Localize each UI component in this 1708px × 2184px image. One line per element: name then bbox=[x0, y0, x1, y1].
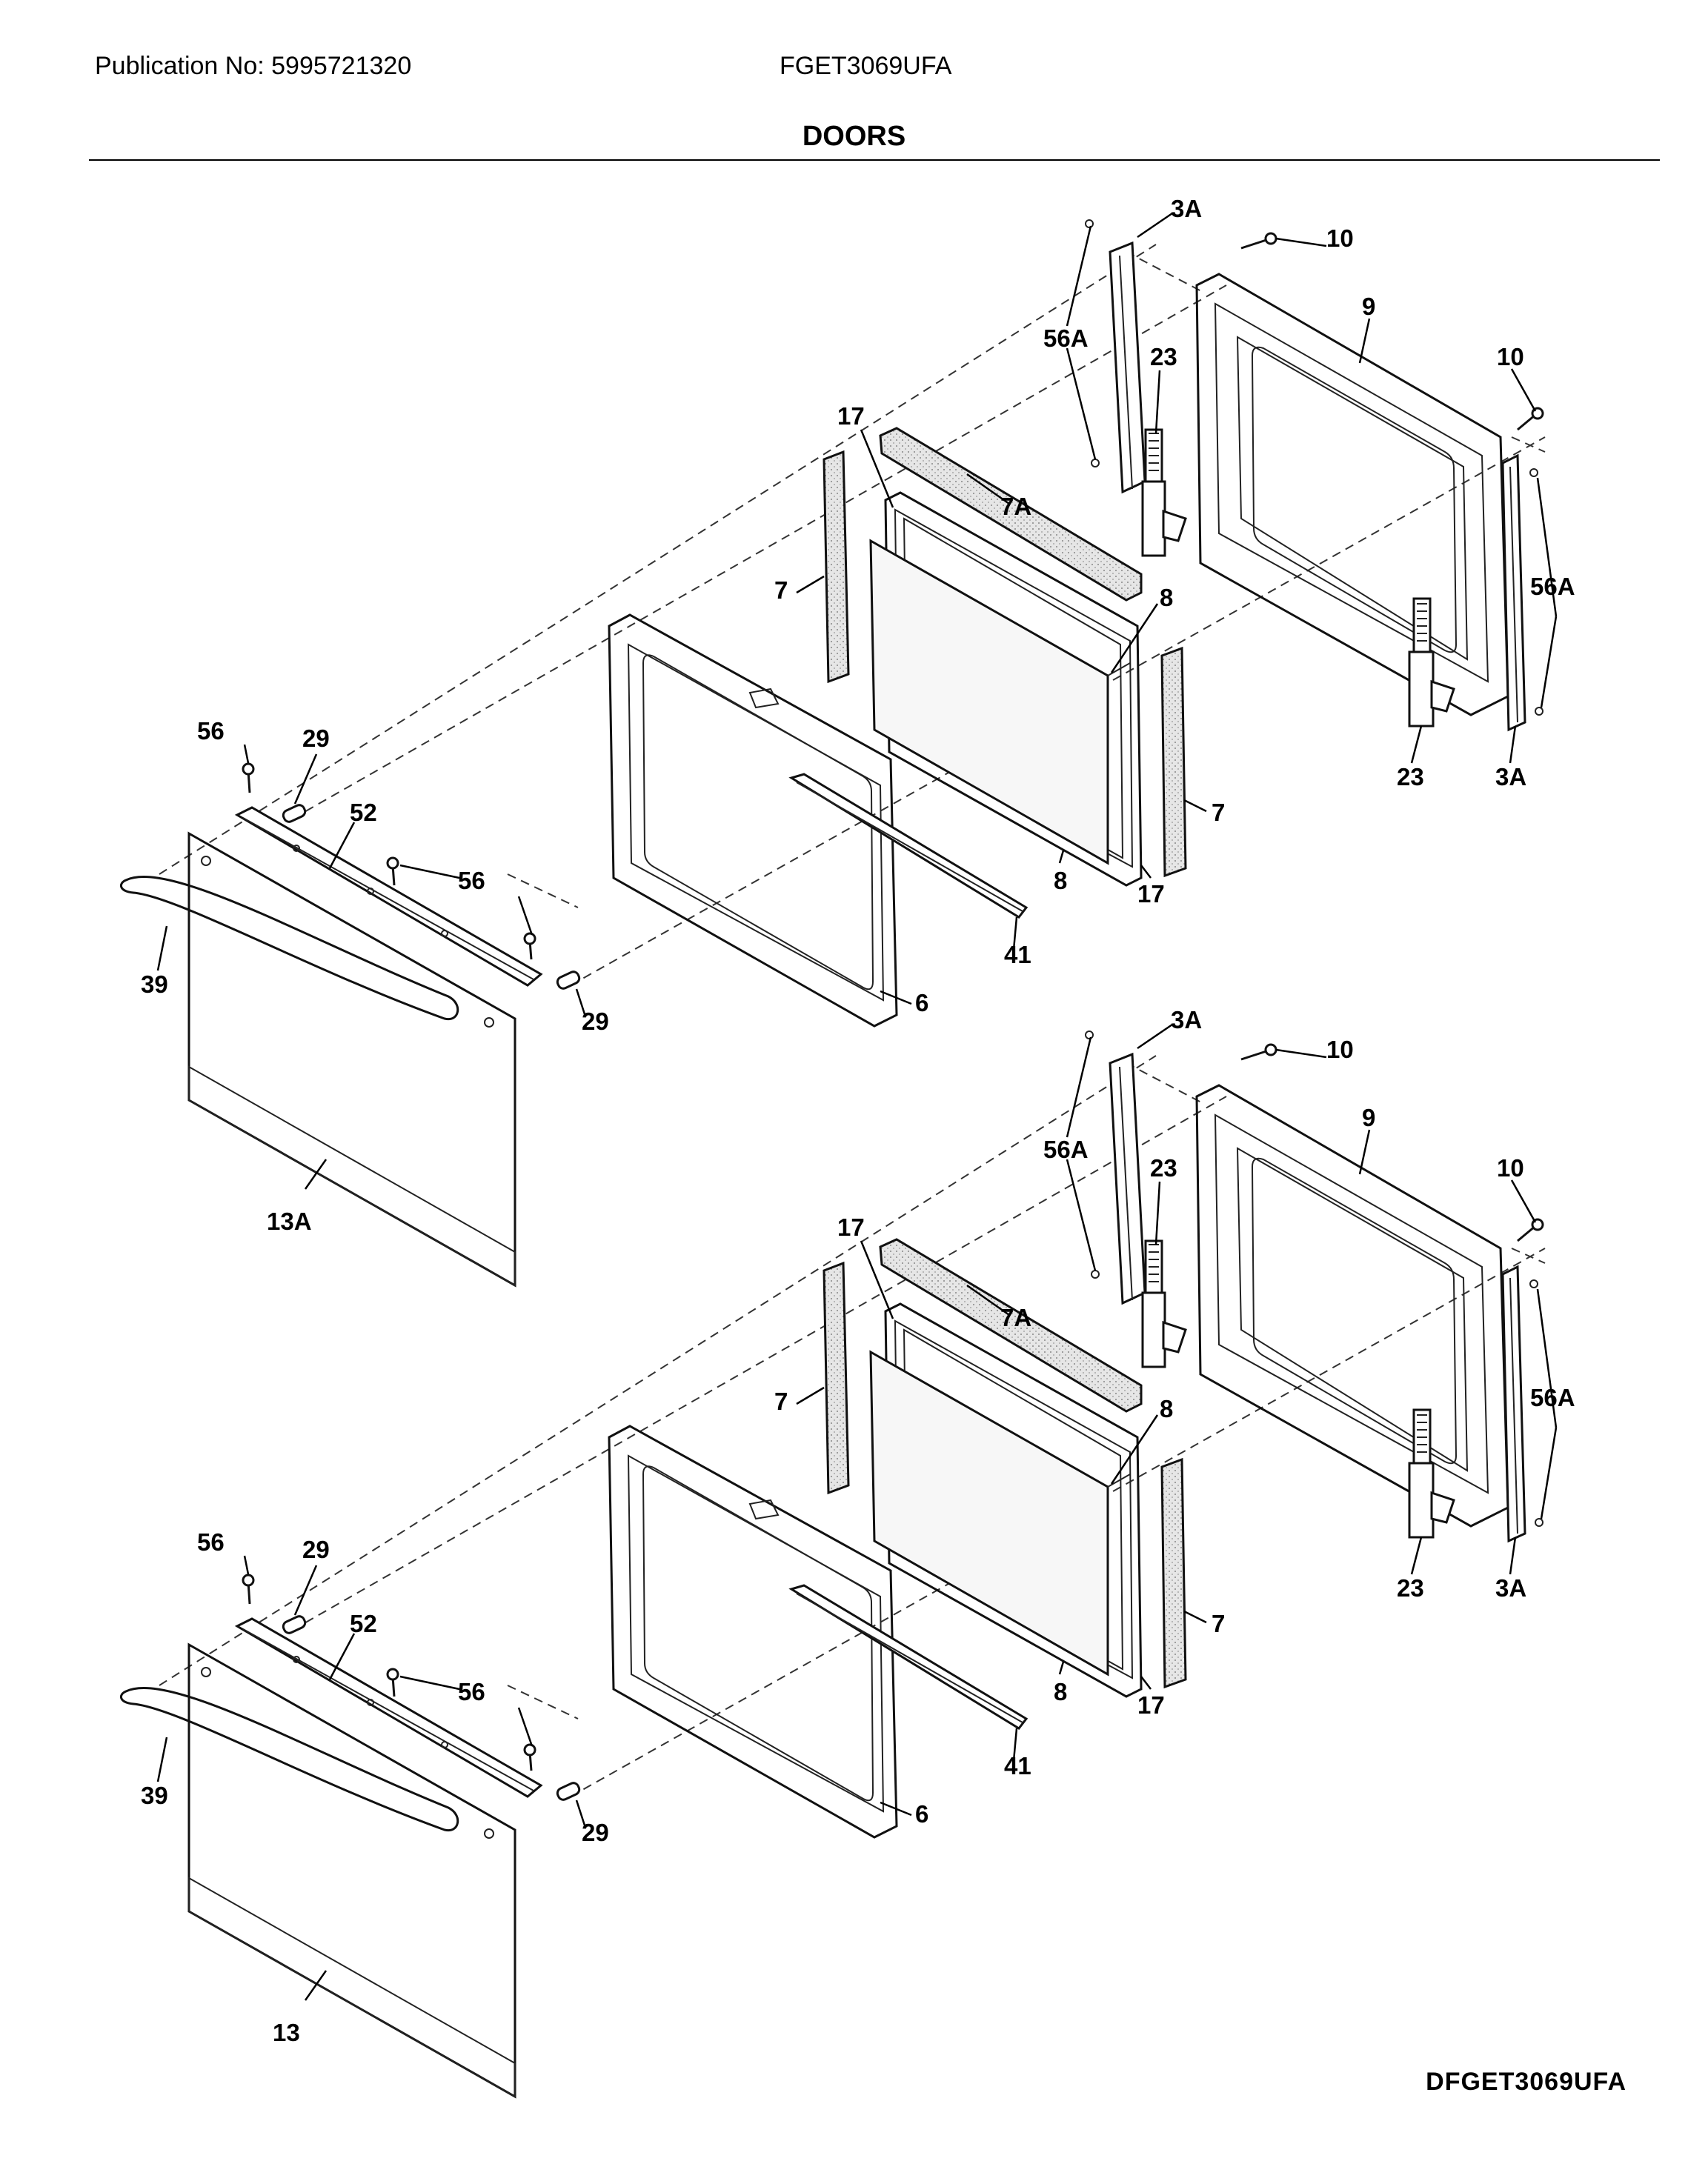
upper-callouts: 3A 10 9 56A 23 10 17 7A 7 8 56A 56 29 52… bbox=[141, 195, 1575, 1235]
callout-23-bottom: 23 bbox=[1397, 1574, 1424, 1602]
publication-number: Publication No: 5995721320 bbox=[95, 52, 412, 80]
callout-8-bottom: 8 bbox=[1054, 867, 1067, 894]
callout-6: 6 bbox=[915, 1800, 928, 1828]
callout-56a-left: 56A bbox=[1043, 1136, 1089, 1163]
callout-29-bottom: 29 bbox=[582, 1819, 609, 1846]
lower-callouts: 3A 10 9 56A 23 10 17 7A 7 8 56A 56 29 52… bbox=[141, 1006, 1575, 2046]
callout-8-top: 8 bbox=[1160, 1395, 1173, 1422]
header-rule bbox=[89, 159, 1660, 161]
callout-56a-right: 56A bbox=[1530, 1384, 1575, 1411]
callout-17-bottom: 17 bbox=[1137, 1691, 1165, 1719]
callout-10-right: 10 bbox=[1497, 1154, 1524, 1182]
callout-10-right: 10 bbox=[1497, 343, 1524, 370]
callout-56-mid: 56 bbox=[458, 1678, 485, 1705]
callout-56-left: 56 bbox=[197, 1528, 225, 1556]
section-title: DOORS bbox=[802, 121, 906, 152]
callout-29-top: 29 bbox=[302, 1536, 330, 1563]
callout-41: 41 bbox=[1004, 1752, 1031, 1780]
callout-29-bottom: 29 bbox=[582, 1008, 609, 1035]
callout-3a-bottom: 3A bbox=[1495, 763, 1526, 790]
callout-7-left: 7 bbox=[774, 576, 788, 604]
callout-7-right: 7 bbox=[1212, 1610, 1225, 1637]
callout-7-right: 7 bbox=[1212, 799, 1225, 826]
callout-9: 9 bbox=[1362, 293, 1375, 320]
callout-13: 13 bbox=[273, 2019, 300, 2046]
diagram-code: DFGET3069UFA bbox=[1426, 2068, 1626, 2096]
callout-23-top: 23 bbox=[1150, 1154, 1177, 1182]
callout-39: 39 bbox=[141, 971, 168, 998]
callout-13a: 13A bbox=[267, 1208, 312, 1235]
callout-41: 41 bbox=[1004, 941, 1031, 968]
callout-56a-left: 56A bbox=[1043, 324, 1089, 352]
callout-7a: 7A bbox=[1000, 493, 1031, 520]
callout-10-top: 10 bbox=[1326, 1036, 1354, 1063]
callout-52: 52 bbox=[350, 1610, 377, 1637]
upper-door-assembly: 3A 10 9 56A 23 10 17 7A 7 8 56A 56 29 52… bbox=[119, 195, 1575, 1287]
callout-17-bottom: 17 bbox=[1137, 880, 1165, 908]
callout-39: 39 bbox=[141, 1782, 168, 1809]
callout-8-top: 8 bbox=[1160, 584, 1173, 611]
callout-17-top: 17 bbox=[837, 1213, 865, 1241]
callout-9: 9 bbox=[1362, 1104, 1375, 1131]
callout-6: 6 bbox=[915, 989, 928, 1016]
callout-52: 52 bbox=[350, 799, 377, 826]
callout-3a-top: 3A bbox=[1171, 195, 1202, 222]
callout-3a-top: 3A bbox=[1171, 1006, 1202, 1033]
callout-7a: 7A bbox=[1000, 1304, 1031, 1331]
model-number: FGET3069UFA bbox=[780, 52, 952, 80]
callout-56a-right: 56A bbox=[1530, 573, 1575, 600]
callout-10-top: 10 bbox=[1326, 224, 1354, 252]
callout-56-mid: 56 bbox=[458, 867, 485, 894]
callout-56-left: 56 bbox=[197, 717, 225, 745]
callout-23-bottom: 23 bbox=[1397, 763, 1424, 790]
callout-29-top: 29 bbox=[302, 725, 330, 752]
callout-23-top: 23 bbox=[1150, 343, 1177, 370]
callout-7-left: 7 bbox=[774, 1388, 788, 1415]
lower-door-assembly: 3A 10 9 56A 23 10 17 7A 7 8 56A 56 29 52… bbox=[119, 1006, 1575, 2098]
callout-3a-bottom: 3A bbox=[1495, 1574, 1526, 1602]
callout-17-top: 17 bbox=[837, 402, 865, 430]
callout-8-bottom: 8 bbox=[1054, 1678, 1067, 1705]
